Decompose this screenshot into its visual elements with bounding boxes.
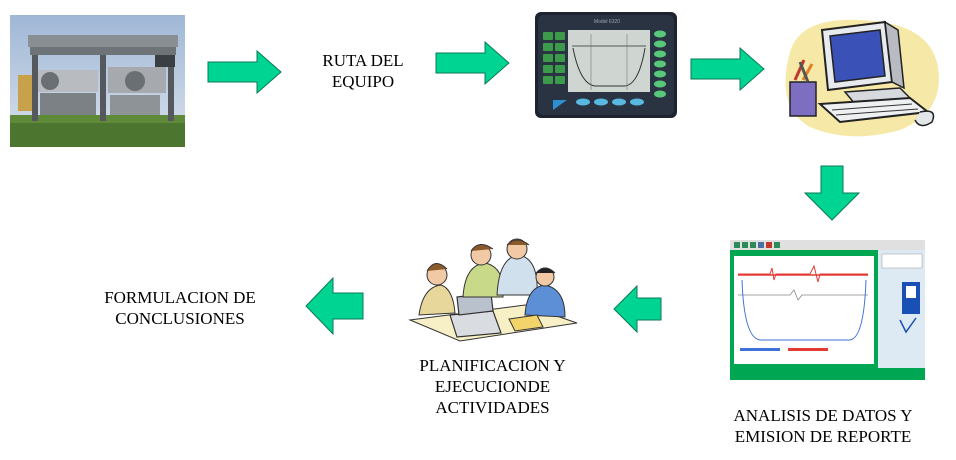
computer-clipart bbox=[770, 12, 950, 147]
flow-arrow-right-1 bbox=[207, 50, 282, 94]
equipment-photo bbox=[10, 15, 185, 147]
conclusions-label: FORMULACION DE CONCLUSIONES bbox=[80, 287, 280, 329]
planning-label-line1: PLANIFICACION Y bbox=[419, 356, 566, 375]
flow-arrow-left-1 bbox=[613, 285, 662, 333]
route-label-line2: EQUIPO bbox=[331, 72, 395, 91]
planning-label: PLANIFICACION Y EJECUCIONDE ACTIVIDADES bbox=[385, 355, 600, 418]
flow-arrow-right-3 bbox=[690, 47, 765, 91]
computer-clipart-graphic bbox=[785, 19, 939, 137]
analysis-software-graphic bbox=[729, 239, 926, 381]
flow-arrow-down bbox=[804, 165, 860, 221]
analysis-label: ANALISIS DE DATOS Y EMISION DE REPORTE bbox=[700, 405, 946, 447]
flow-arrow-left-2 bbox=[305, 277, 364, 335]
conclusions-label-line1: FORMULACION DE bbox=[104, 288, 256, 307]
conclusions-label-line2: CONCLUSIONES bbox=[115, 309, 245, 328]
analysis-software-screenshot bbox=[729, 239, 926, 381]
equipment-photo-graphic bbox=[10, 15, 185, 147]
analysis-label-line1: ANALISIS DE DATOS Y bbox=[733, 406, 913, 425]
flow-arrow-right-2 bbox=[435, 41, 510, 85]
analyzer-device-graphic: Model 6320 bbox=[535, 12, 677, 118]
planning-label-line2: EJECUCIONDE bbox=[434, 377, 551, 396]
analyzer-model-label: Model 6320 bbox=[594, 19, 620, 25]
team-planning-clipart bbox=[405, 235, 580, 345]
analyzer-device: Model 6320 bbox=[535, 12, 677, 118]
team-planning-graphic bbox=[408, 238, 578, 342]
analysis-label-line2: EMISION DE REPORTE bbox=[734, 427, 912, 446]
route-label-line1: RUTA DEL bbox=[322, 51, 404, 70]
planning-label-line3: ACTIVIDADES bbox=[435, 398, 550, 417]
route-label: RUTA DEL EQUIPO bbox=[300, 50, 426, 92]
